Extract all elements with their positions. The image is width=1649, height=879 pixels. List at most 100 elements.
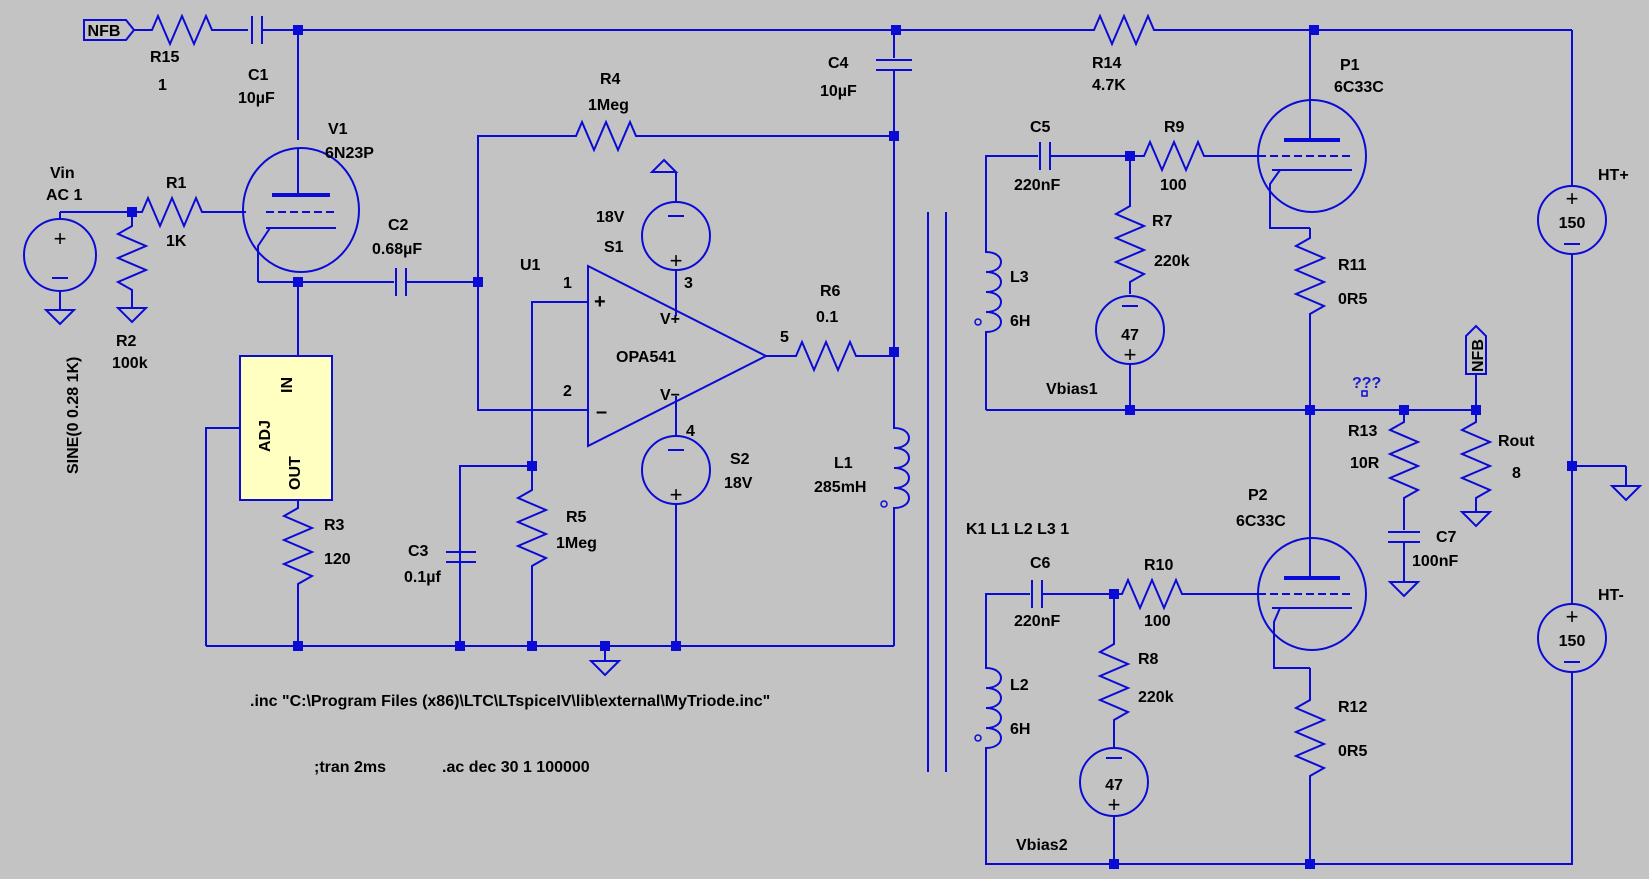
resistor-r1[interactable]: R1 1K <box>132 175 246 250</box>
c3-ref: C3 <box>408 543 429 560</box>
triode-p1[interactable]: P1 6C33C <box>1257 57 1384 229</box>
u1-minus-icon: – <box>596 401 607 423</box>
r13-value: 10R <box>1350 455 1380 472</box>
plus-icon: + <box>54 226 67 251</box>
source-s1[interactable]: + 18V S1 <box>596 158 711 316</box>
source-s2[interactable]: + S2 18V <box>641 396 753 646</box>
wire <box>531 301 588 466</box>
resistor-r4[interactable]: R4 1Meg <box>568 71 894 153</box>
r8-ref: R8 <box>1138 651 1159 668</box>
r10-value: 100 <box>1144 613 1171 630</box>
capacitor-c1[interactable]: C1 10µF <box>238 16 298 107</box>
c1-value: 10µF <box>238 90 275 107</box>
ground-icon <box>1611 475 1641 501</box>
resistor-r9[interactable]: R9 100 <box>1130 119 1258 194</box>
c6-ref: C6 <box>1030 555 1051 572</box>
source-ht-plus[interactable]: + 150 HT+ <box>1537 30 1629 604</box>
s1-ref: S1 <box>604 239 624 256</box>
resistor-r6[interactable]: R6 0.1 <box>766 283 894 373</box>
r14-value: 4.7K <box>1092 77 1126 94</box>
inductor-l3[interactable]: L3 6H <box>974 244 1030 410</box>
vb2-value: 47 <box>1105 777 1123 794</box>
htp-value: 150 <box>1559 215 1586 232</box>
source-ht-minus[interactable]: + 150 HT- <box>1114 587 1624 865</box>
r9-value: 100 <box>1160 177 1187 194</box>
capacitor-c6[interactable]: C6 220nF <box>985 555 1114 660</box>
plus-icon: + <box>670 248 683 273</box>
u1-ref: U1 <box>520 257 541 274</box>
plus-icon: + <box>670 482 683 507</box>
c1-ref: C1 <box>248 67 269 84</box>
inductor-l1[interactable]: L1 285mH <box>814 356 910 646</box>
coupling-directive[interactable]: K1 L1 L2 L3 1 <box>966 521 1069 538</box>
source-vbias2[interactable]: 47 + Vbias2 <box>1016 747 1149 864</box>
opamp-u1[interactable]: + – U1 OPA541 1 2 3 4 5 V+ V− <box>520 257 789 448</box>
net-label-pin <box>1361 390 1368 397</box>
c7-ref: C7 <box>1436 529 1457 546</box>
resistor-r11[interactable]: R11 0R5 <box>1293 228 1367 410</box>
r4-value: 1Meg <box>588 97 629 114</box>
vb2-ref: Vbias2 <box>1016 837 1068 854</box>
r15-value: 1 <box>158 77 167 94</box>
v1-value: 6N23P <box>325 145 374 162</box>
resistor-r2[interactable]: R2 100k <box>112 212 149 372</box>
plus-icon: + <box>1566 604 1579 629</box>
resistor-r12[interactable]: R12 0R5 <box>1293 668 1367 864</box>
l2-ref: L2 <box>1010 677 1029 694</box>
resistor-r14[interactable]: R14 4.7K <box>1088 13 1572 94</box>
r1-ref: R1 <box>166 175 187 192</box>
p2-ref: P2 <box>1248 487 1268 504</box>
u1-vplus: V+ <box>660 311 680 328</box>
resistor-r10[interactable]: R10 100 <box>1114 557 1258 630</box>
capacitor-c7[interactable]: C7 100nF <box>1388 529 1458 597</box>
u1-pin3: 3 <box>684 275 693 292</box>
l1-ref: L1 <box>834 455 853 472</box>
source-vbias1[interactable]: 47 + Vbias1 <box>1046 295 1165 410</box>
s2-ref: S2 <box>730 451 750 468</box>
c5-ref: C5 <box>1030 119 1051 136</box>
rout-value: 8 <box>1512 465 1521 482</box>
c3-value: 0.1µf <box>404 569 441 586</box>
inductor-l2[interactable]: L2 6H <box>974 660 1114 865</box>
triode-v1[interactable]: V1 6N23P <box>242 121 374 282</box>
c7-value: 100nF <box>1412 553 1458 570</box>
resistor-r7[interactable]: R7 220k <box>1113 156 1190 294</box>
nfb-right-flag[interactable]: NFB <box>1465 324 1487 375</box>
resistor-r5[interactable]: R5 1Meg <box>515 466 597 646</box>
tran-directive[interactable]: ;tran 2ms <box>314 759 386 776</box>
l3-value: 6H <box>1010 313 1030 330</box>
triode-p2[interactable]: P2 6C33C <box>1236 487 1367 669</box>
resistor-r3[interactable]: R3 120 <box>281 500 351 646</box>
vin-ref: Vin <box>50 165 75 182</box>
capacitor-c5[interactable]: C5 220nF <box>985 119 1130 244</box>
resistor-rout[interactable]: Rout 8 <box>1459 410 1535 527</box>
r6-ref: R6 <box>820 283 841 300</box>
c5-value: 220nF <box>1014 177 1060 194</box>
u1-pin4: 4 <box>686 423 695 440</box>
r9-ref: R9 <box>1164 119 1185 136</box>
u1-pin5: 5 <box>780 329 789 346</box>
include-directive[interactable]: .inc "C:\Program Files (x86)\LTC\LTspice… <box>250 693 770 710</box>
u1-vminus: V− <box>660 387 680 404</box>
r3-value: 120 <box>324 551 351 568</box>
ac-directive[interactable]: .ac dec 30 1 100000 <box>442 759 590 776</box>
regulator-block[interactable]: IN ADJ OUT <box>239 355 333 501</box>
capacitor-c2[interactable]: C2 0.68µF <box>372 217 422 296</box>
resistor-r15[interactable]: R15 1 <box>146 13 248 94</box>
wire <box>477 135 568 282</box>
u1-pin1: 1 <box>563 275 572 292</box>
resistor-r8[interactable]: R8 220k <box>1097 594 1174 748</box>
capacitor-c3[interactable]: C3 0.1µf <box>404 543 476 586</box>
r2-ref: R2 <box>116 333 137 350</box>
plus-icon: + <box>1108 792 1121 817</box>
nfb-left-flag[interactable]: NFB <box>83 19 136 41</box>
wire <box>459 465 532 646</box>
unknown-net-label[interactable]: ??? <box>1352 375 1381 392</box>
resistor-r13[interactable]: R13 10R <box>1348 410 1421 530</box>
l2-value: 6H <box>1010 721 1030 738</box>
capacitor-c4[interactable]: C4 10µF <box>820 30 912 136</box>
c4-ref: C4 <box>828 55 849 72</box>
source-vin[interactable]: + Vin AC 1 SINE(0 0.28 1K) <box>23 165 97 474</box>
r14-ref: R14 <box>1092 55 1121 72</box>
